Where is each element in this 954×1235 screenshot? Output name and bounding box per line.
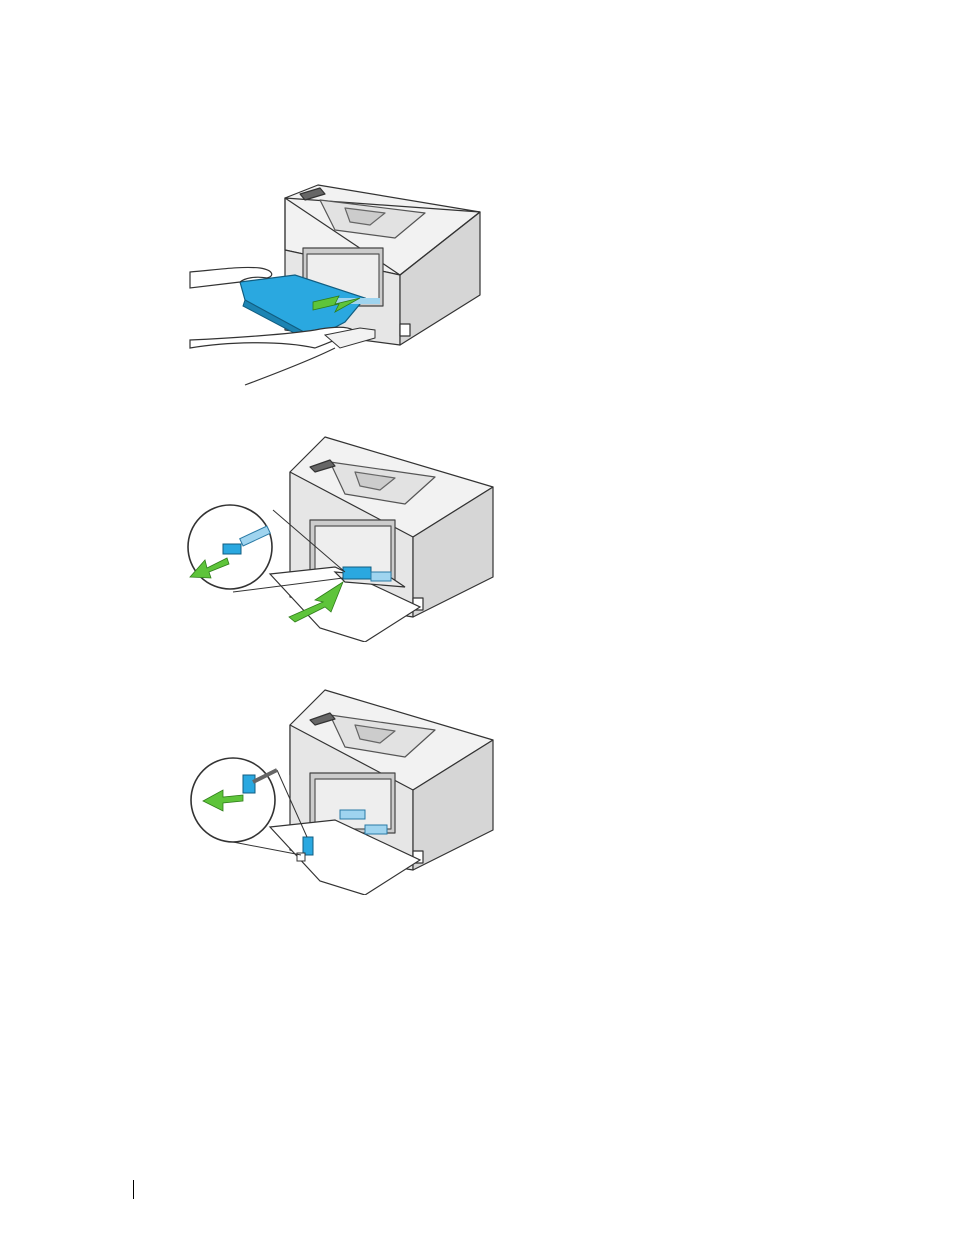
page-margin-rule — [133, 1180, 134, 1199]
printer-slide-paper-guide-illustration — [185, 685, 500, 895]
printer-extend-tray-illustration — [185, 432, 500, 642]
printer-remove-tray-cover-illustration — [185, 180, 495, 390]
